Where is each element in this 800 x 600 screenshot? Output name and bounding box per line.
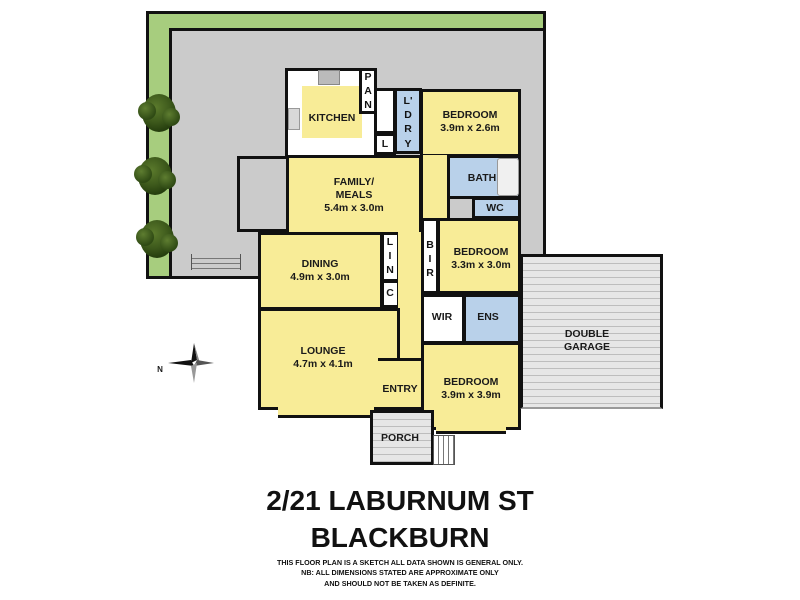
linen-small-label: L	[381, 138, 389, 150]
bir-label: B I R	[424, 238, 436, 281]
tree-icon	[136, 220, 178, 258]
bedroom-2-dims: 3.3m x 3.0m	[451, 259, 511, 272]
room-bedroom-2	[437, 218, 521, 294]
laundry-letter: L'	[403, 95, 413, 107]
linen-letter: L	[386, 236, 394, 248]
bedroom-1-name: BEDROOM	[442, 109, 498, 121]
lounge-label: LOUNGE 4.7m x 4.1m	[293, 345, 353, 371]
family-meals-dims: 5.4m x 3.0m	[324, 202, 384, 215]
family-meals-label: FAMILY/ MEALS 5.4m x 3.0m	[324, 176, 384, 215]
garage-name-1: DOUBLE	[564, 328, 610, 340]
dining-dims: 4.9m x 3.0m	[290, 271, 350, 284]
laundry-letter: Y	[404, 137, 412, 150]
bir-letter: I	[428, 253, 432, 266]
sink-icon	[288, 108, 300, 130]
tree-icon	[134, 157, 176, 195]
courtyard-steps	[191, 254, 241, 270]
pantry-label: P A N	[362, 70, 374, 113]
covered-area	[237, 156, 289, 232]
bedroom-3-bay-window	[436, 426, 506, 434]
disclaimer-line: AND SHOULD NOT BE TAKEN AS DEFINITE.	[324, 578, 476, 588]
bedroom-3-name: BEDROOM	[443, 376, 499, 388]
address-line-1: 2/21 LABURNUM ST	[266, 485, 534, 516]
bir-letter: R	[426, 267, 434, 280]
bedroom-1-dims: 3.9m x 2.6m	[440, 122, 500, 135]
family-meals-name-2: MEALS	[335, 189, 373, 202]
laundry-letter: D	[404, 109, 412, 122]
bath-label: BATH	[467, 172, 497, 184]
entry-label: ENTRY	[382, 383, 418, 395]
porch	[370, 410, 434, 465]
room-kitchen	[302, 86, 362, 138]
laundry-letter: R	[404, 123, 412, 136]
wc-label: WC	[486, 202, 504, 214]
pantry-letter: A	[364, 85, 372, 98]
hallway	[420, 155, 450, 221]
compass-north-label: N	[157, 365, 163, 374]
laundry-trough-area	[374, 88, 396, 134]
room-family-meals	[286, 155, 422, 235]
bedroom-3-label: BEDROOM 3.9m x 3.9m	[441, 376, 501, 402]
disclaimer: THIS FLOOR PLAN IS A SKETCH ALL DATA SHO…	[0, 558, 800, 589]
double-garage	[520, 254, 663, 409]
pantry-letter: N	[364, 99, 372, 112]
dining-name: DINING	[301, 258, 339, 270]
lounge-name: LOUNGE	[300, 345, 346, 357]
room-lounge	[258, 308, 400, 410]
ens-label: ENS	[477, 311, 499, 323]
cooktop-icon	[318, 70, 340, 85]
room-wc	[472, 197, 521, 219]
bedroom-1-label: BEDROOM 3.9m x 2.6m	[440, 109, 500, 135]
laundry-label: L' D R Y	[402, 94, 414, 151]
garage-label: DOUBLE GARAGE	[564, 328, 610, 354]
porch-steps	[433, 435, 455, 465]
bir-letter: B	[426, 239, 434, 251]
pantry-letter: P	[364, 71, 372, 83]
linen-letter: N	[386, 264, 394, 277]
disclaimer-line: THIS FLOOR PLAN IS A SKETCH ALL DATA SHO…	[276, 558, 524, 567]
cupboard-label: C	[386, 287, 394, 299]
linen-letter: I	[388, 250, 392, 263]
bedroom-3-dims: 3.9m x 3.9m	[441, 389, 501, 402]
tree-icon	[138, 94, 180, 132]
lounge-dims: 4.7m x 4.1m	[293, 358, 353, 371]
kitchen-label: KITCHEN	[308, 112, 356, 124]
family-meals-name-1: FAMILY/	[333, 176, 375, 188]
linen-label: L I N	[384, 235, 396, 278]
disclaimer-line: NB: ALL DIMENSIONS STATED ARE APPROXIMAT…	[301, 568, 499, 578]
bedroom-2-name: BEDROOM	[453, 246, 509, 258]
address-line-2: BLACKBURN	[310, 522, 490, 553]
bedroom-2-label: BEDROOM 3.3m x 3.0m	[451, 246, 511, 272]
garage-name-2: GARAGE	[563, 341, 611, 354]
bathtub-icon	[497, 158, 519, 196]
wir-label: WIR	[431, 311, 453, 323]
lounge-bay-window	[278, 406, 374, 418]
dining-label: DINING 4.9m x 3.0m	[290, 258, 350, 284]
compass-rose-icon	[158, 343, 214, 383]
porch-label: PORCH	[381, 432, 419, 444]
